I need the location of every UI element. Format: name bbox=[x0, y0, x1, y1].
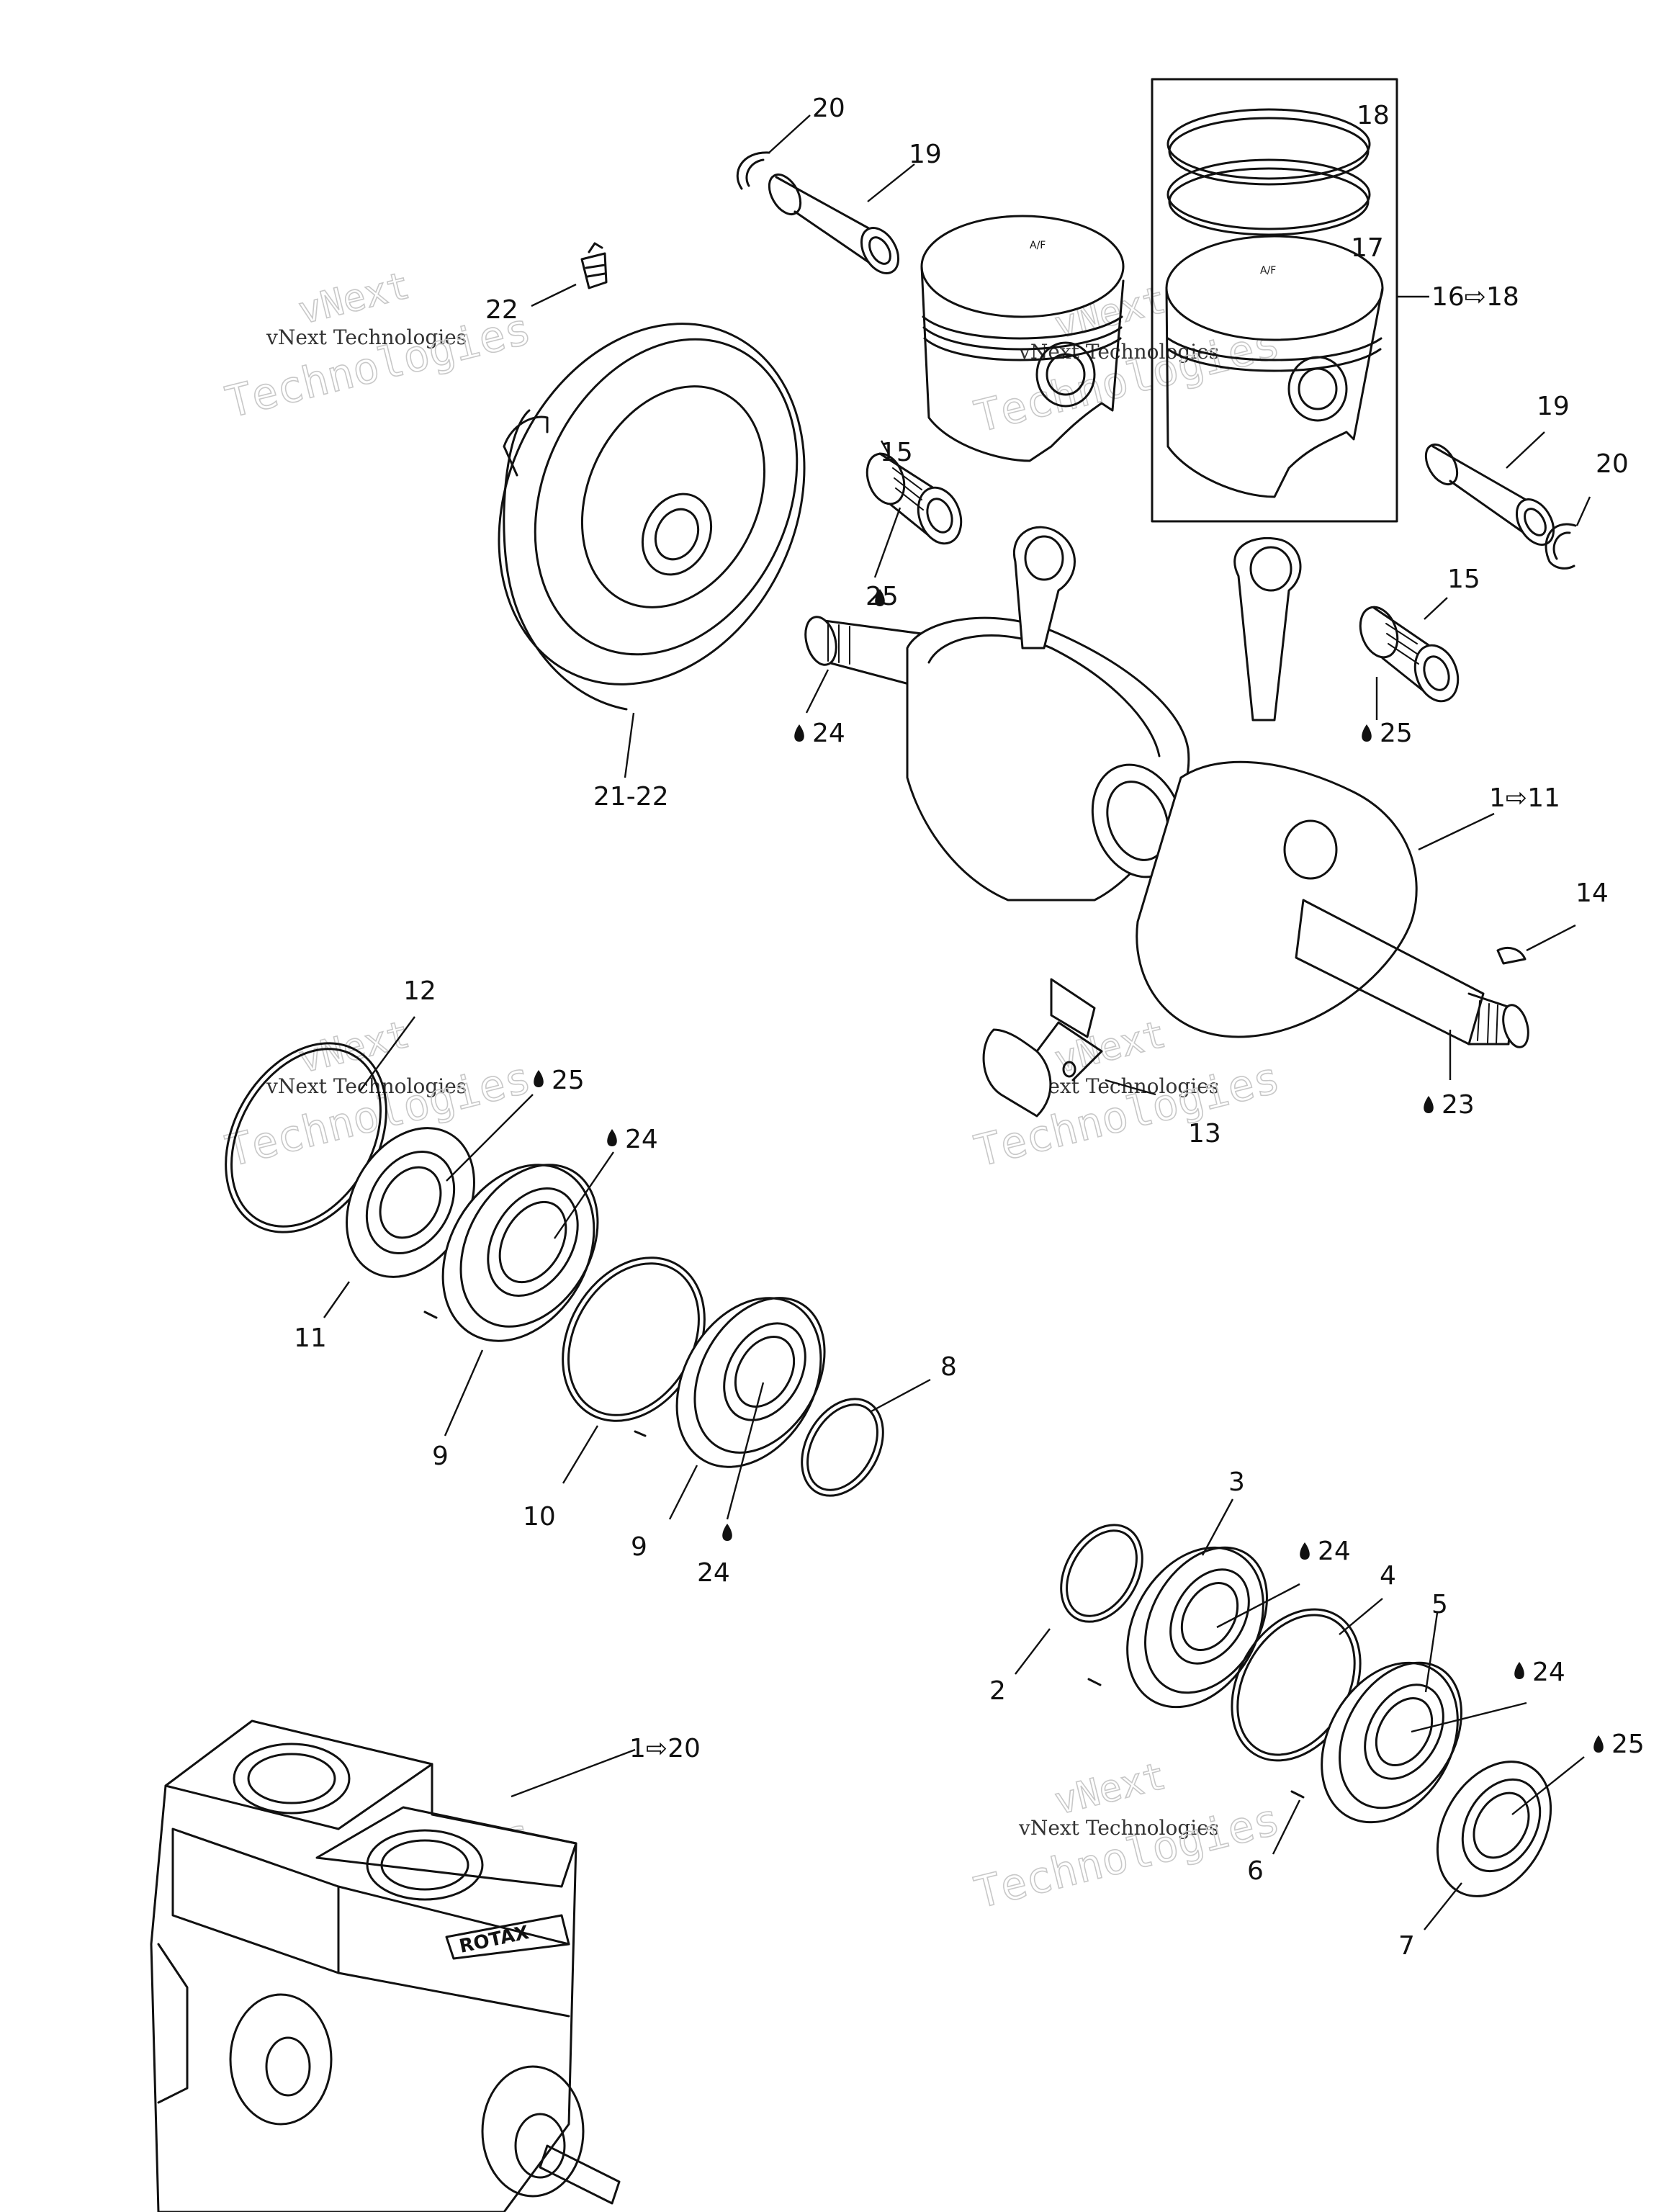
dowel-pin-part-3 bbox=[1087, 1678, 1102, 1686]
callout-25: 25 bbox=[866, 582, 899, 611]
woodruff-key-part bbox=[1496, 947, 1527, 965]
svg-text:Technologies: Technologies bbox=[970, 1794, 1285, 1919]
callout-24: 24 bbox=[812, 719, 845, 748]
callout-12: 12 bbox=[403, 976, 436, 1006]
svg-text:vNext Technologies: vNext Technologies bbox=[1018, 1816, 1219, 1840]
watermark-bottom-right: vNext vNext Technologies Technologies bbox=[969, 1754, 1285, 1920]
callout-1-20: 1⇨20 bbox=[629, 1734, 701, 1763]
svg-text:vNext Technologies: vNext Technologies bbox=[266, 1074, 467, 1098]
piston-kit-box: A/F bbox=[1151, 78, 1398, 523]
callout-13: 13 bbox=[1188, 1119, 1221, 1148]
crankshaft-part bbox=[804, 526, 1529, 1048]
svg-text:A/F: A/F bbox=[1260, 265, 1276, 276]
svg-text:vNext Technologies: vNext Technologies bbox=[1018, 1074, 1219, 1098]
callout-9-second: 9 bbox=[631, 1532, 647, 1562]
callout-1-11: 1⇨11 bbox=[1489, 783, 1560, 813]
needle-bearing-part-right bbox=[1359, 606, 1460, 703]
svg-text:vNext: vNext bbox=[1051, 1013, 1170, 1082]
grease-fitting-part bbox=[580, 242, 608, 289]
svg-text:vNext: vNext bbox=[1051, 1755, 1170, 1824]
callout-7: 7 bbox=[1398, 1931, 1415, 1961]
ring-part bbox=[801, 1398, 884, 1497]
callout-9: 9 bbox=[432, 1442, 449, 1471]
callout-2: 2 bbox=[989, 1676, 1006, 1706]
callout-3: 3 bbox=[1228, 1467, 1245, 1497]
ring-part-2 bbox=[1060, 1524, 1143, 1623]
callout-24-left-bottom: 24 bbox=[697, 1558, 730, 1588]
piston-pin-part bbox=[768, 174, 900, 274]
callout-24-left-stack: 24 bbox=[625, 1125, 658, 1154]
callout-25-left-stack: 25 bbox=[552, 1066, 585, 1095]
callout-17: 17 bbox=[1351, 233, 1384, 263]
callout-24-right-stack: 24 bbox=[1318, 1537, 1351, 1566]
engine-assembly-part: ROTAX bbox=[150, 1719, 621, 2212]
dowel-pin-part bbox=[423, 1310, 438, 1319]
callout-24-right-second: 24 bbox=[1532, 1658, 1565, 1687]
callout-22: 22 bbox=[485, 295, 518, 325]
ball-bearing-part-3 bbox=[1126, 1546, 1268, 1709]
callout-21-22: 21-22 bbox=[593, 782, 669, 811]
callout-14: 14 bbox=[1575, 878, 1609, 908]
circlip-part-right bbox=[1545, 523, 1577, 570]
callout-20-right: 20 bbox=[1596, 449, 1629, 479]
callout-16-18: 16⇨18 bbox=[1431, 282, 1519, 312]
piston-pin-part-right bbox=[1424, 444, 1555, 546]
callout-18: 18 bbox=[1357, 101, 1390, 130]
ball-bearing-part-4 bbox=[1321, 1661, 1462, 1824]
callout-10: 10 bbox=[523, 1502, 556, 1532]
needle-bearing-part bbox=[866, 452, 963, 545]
oil-seal-part bbox=[346, 1127, 475, 1278]
ball-bearing-part-2 bbox=[675, 1297, 826, 1468]
svg-text:A/F: A/F bbox=[1030, 240, 1046, 251]
callout-19: 19 bbox=[909, 140, 942, 169]
piston-part: A/F bbox=[920, 215, 1125, 462]
callout-25-right-stack: 25 bbox=[1611, 1730, 1645, 1759]
callout-25-right: 25 bbox=[1380, 719, 1413, 748]
circlip-part bbox=[736, 151, 770, 190]
callout-20: 20 bbox=[812, 94, 845, 123]
svg-text:vNext Technologies: vNext Technologies bbox=[266, 325, 467, 349]
distance-ring-part bbox=[982, 978, 1103, 1118]
callout-5: 5 bbox=[1431, 1590, 1448, 1619]
callout-11: 11 bbox=[294, 1323, 327, 1353]
callout-6: 6 bbox=[1247, 1856, 1264, 1886]
callout-15-right: 15 bbox=[1447, 565, 1480, 594]
oil-seal-part-2 bbox=[1436, 1761, 1552, 1897]
svg-text:vNext: vNext bbox=[295, 1013, 414, 1082]
callout-19-right: 19 bbox=[1537, 392, 1570, 421]
callout-8: 8 bbox=[940, 1352, 957, 1382]
leader-lines bbox=[323, 114, 1591, 1930]
rotor-part bbox=[498, 323, 806, 711]
callout-23: 23 bbox=[1442, 1090, 1475, 1120]
callout-15: 15 bbox=[880, 438, 913, 467]
svg-text:vNext: vNext bbox=[295, 264, 414, 333]
dowel-pin-part-4 bbox=[1290, 1790, 1305, 1799]
dowel-pin-part-2 bbox=[634, 1430, 647, 1437]
watermark-top-left: vNext vNext Technologies Technologies bbox=[220, 264, 536, 429]
callout-4: 4 bbox=[1380, 1561, 1396, 1591]
lubricant-drop-icons bbox=[534, 589, 1604, 1753]
ball-bearing-part bbox=[441, 1164, 599, 1342]
